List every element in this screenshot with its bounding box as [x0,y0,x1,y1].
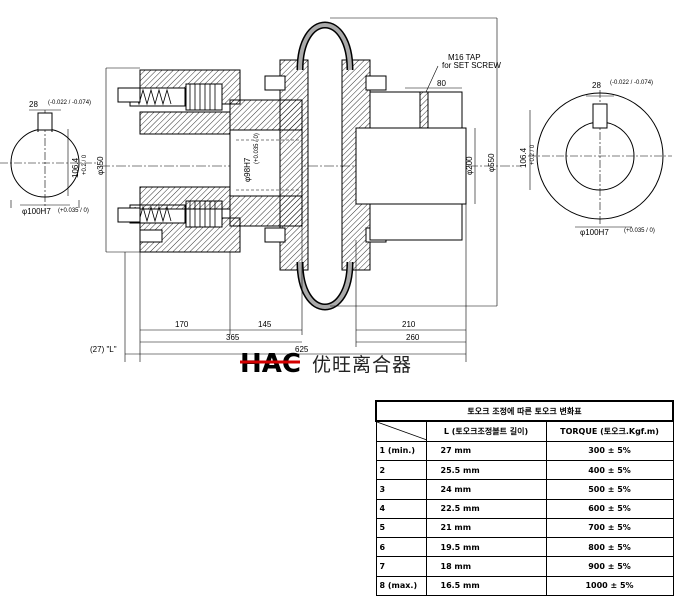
dia-550: φ550 [487,153,496,172]
dia-200: φ200 [465,156,474,175]
torque-table: 토오크 조정에 따른 토오크 변화표 L (토오크조정볼트 길이) TORQUE… [374,399,675,597]
tap-note-line1: M16 TAP [448,53,481,62]
table-header-length: L (토오크조정볼트 길이) [425,420,547,442]
table-header-corner [375,420,427,442]
table-cell-step: 5 [375,517,427,539]
table-cell-step: 3 [375,479,427,500]
table-cell-step: 2 [375,459,427,481]
dim-365: 365 [226,333,240,342]
left-end-view [0,109,98,210]
table-title: 토오크 조정에 따른 토오크 변화표 [374,399,675,423]
dia-98H7: φ98H7 [243,157,252,182]
table-cell-torque: 900 ± 5% [545,556,674,577]
table-cell-torque: 700 ± 5% [545,517,674,539]
table-cell-torque: 1000 ± 5% [545,575,674,597]
dim-170: 170 [175,320,189,329]
table-cell-torque: 400 ± 5% [545,459,674,481]
dim-27-L: (27) "L" [90,345,117,354]
table-cell-length: 27 mm [425,440,547,461]
company-name: 优旺离合器 [312,354,413,376]
table-cell-step: 4 [375,498,427,519]
table-cell-torque: 600 ± 5% [545,498,674,519]
right-key-depth-label: 106.4 [519,147,528,168]
table-cell-torque: 300 ± 5% [545,440,674,461]
left-key-depth-label: 106.4 [71,157,80,178]
dim-260: 260 [406,333,420,342]
table-cell-torque: 800 ± 5% [545,537,674,558]
dim-210: 210 [402,320,416,329]
right-end-view [528,90,672,228]
table-cell-length: 22.5 mm [425,498,547,519]
table-cell-length: 21 mm [425,517,547,539]
dia-98H7-tol: (+0.035 / 0) [254,133,260,164]
left-key-depth-tol-label: +0.2 / 0 [82,154,88,175]
left-bore-tol-label: (+0.035 / 0) [58,208,89,214]
right-key-depth-tol-label: +0.2 / 0 [530,144,536,165]
table-cell-step: 7 [375,556,427,577]
table-cell-torque: 500 ± 5% [545,479,674,500]
table-cell-step: 8 (max.) [375,575,427,597]
table-cell-length: 25.5 mm [425,459,547,481]
table-cell-length: 18 mm [425,556,547,577]
right-bore-tol-label: (+0.035 / 0) [624,228,655,234]
hac-logo-icon: HAC [240,349,301,379]
right-key-tol-label: (-0.022 / -0.074) [610,80,653,86]
dim-625: 625 [295,345,309,354]
dim-145: 145 [258,320,272,329]
section-view [100,17,520,362]
left-bore-label: φ100H7 [22,207,51,216]
right-bore-label: φ100H7 [580,228,609,237]
table-cell-length: 16.5 mm [425,575,547,597]
table-cell-length: 24 mm [425,479,547,500]
table-cell-step: 1 (min.) [375,440,427,461]
left-key-width-label: 28 [29,100,38,109]
dim-80: 80 [437,79,446,88]
right-key-width-label: 28 [592,81,601,90]
logo-mark: HAC [240,349,301,379]
dia-350: φ350 [96,156,105,175]
table-header-torque: TORQUE (토오크.Kgf.m) [545,420,674,442]
table-cell-step: 6 [375,537,427,558]
tap-note-line2: for SET SCREW [442,61,501,70]
coupling-drawing: 28 (-0.022 / -0.074) 106.4 +0.2 / 0 φ100… [0,17,672,379]
left-key-tol-label: (-0.022 / -0.074) [48,100,91,106]
table-cell-length: 19.5 mm [425,537,547,558]
